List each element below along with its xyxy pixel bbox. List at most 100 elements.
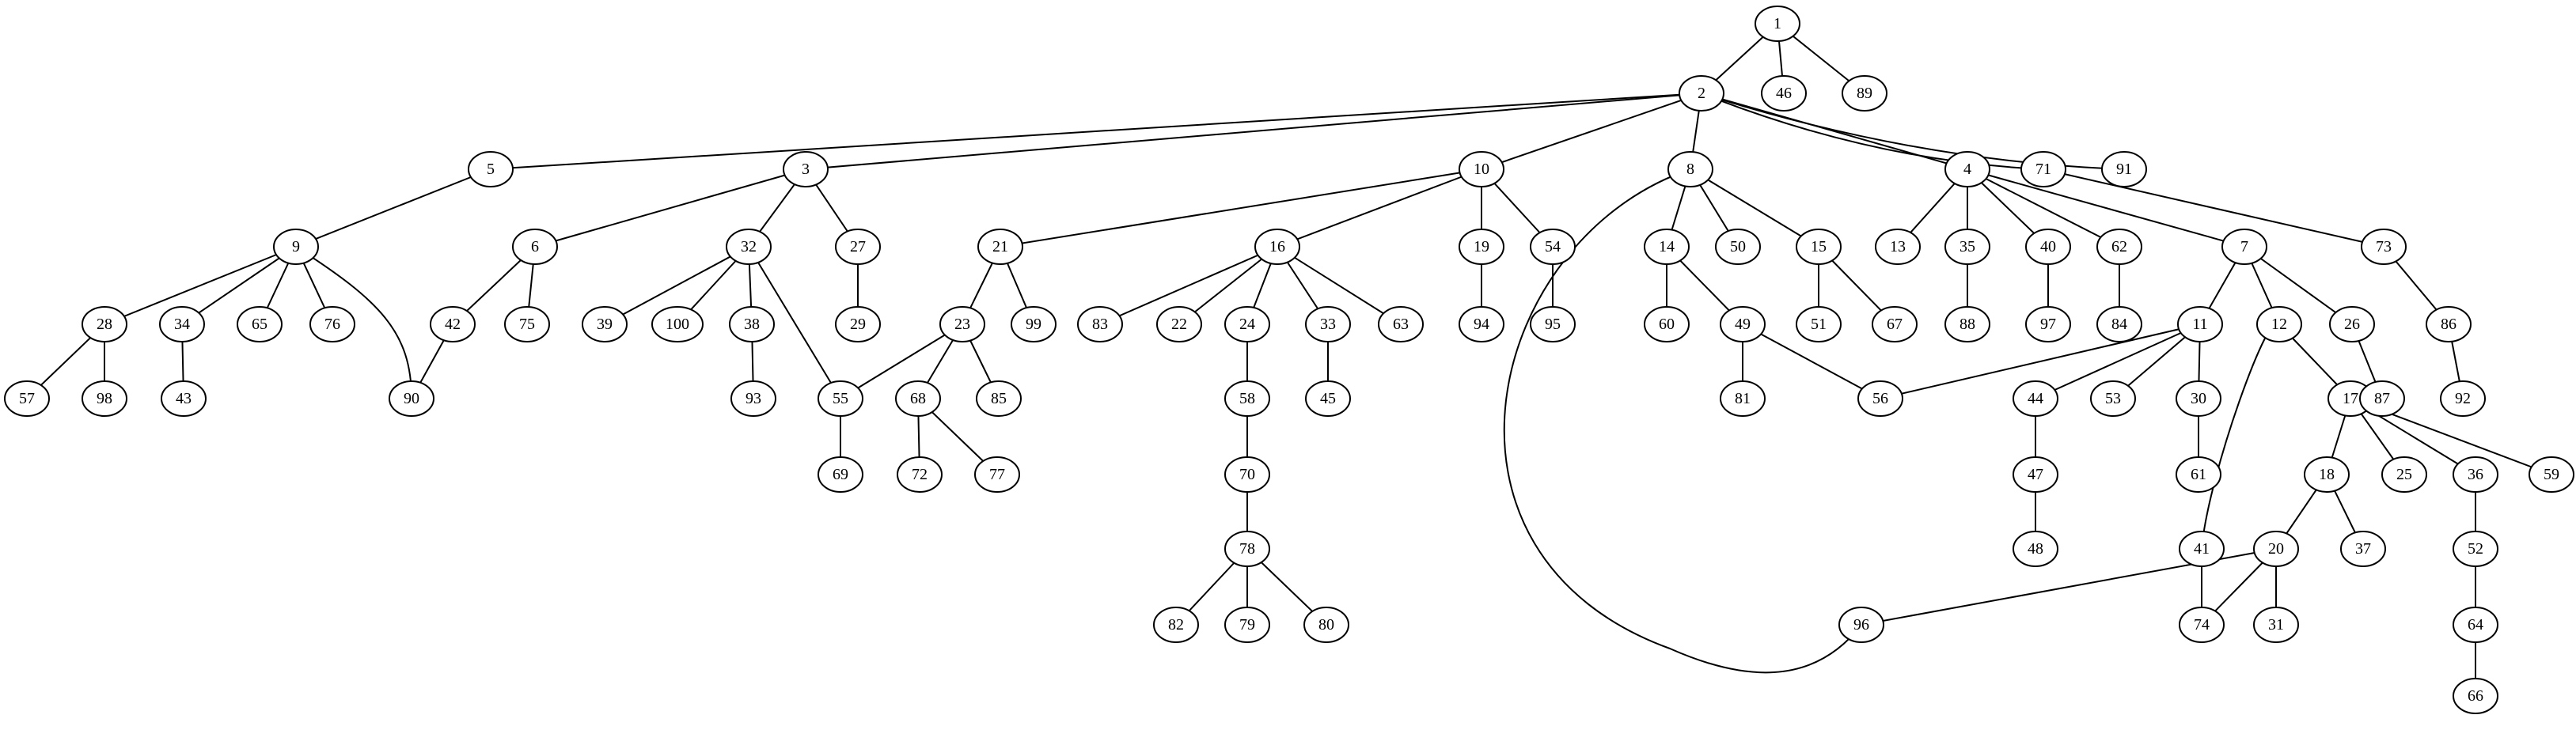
node-label: 72: [912, 466, 928, 483]
node-38: 38: [729, 306, 775, 342]
node-21: 21: [977, 229, 1023, 265]
node-40: 40: [2025, 229, 2071, 265]
node-ellipse: [1254, 229, 1300, 265]
node-label: 20: [2268, 540, 2284, 558]
node-label: 80: [1318, 616, 1334, 634]
node-12: 12: [2256, 306, 2302, 342]
node-label: 15: [1811, 238, 1827, 255]
node-label: 12: [2271, 316, 2287, 333]
node-label: 100: [666, 316, 689, 333]
node-label: 97: [2040, 316, 2056, 333]
node-ellipse: [1459, 229, 1504, 265]
node-label: 5: [487, 161, 495, 178]
node-ellipse: [2025, 229, 2071, 265]
node-32: 32: [726, 229, 772, 265]
node-label: 78: [1239, 540, 1255, 558]
node-label: 86: [2441, 316, 2456, 333]
node-54: 54: [1530, 229, 1576, 265]
node-label: 50: [1730, 238, 1746, 255]
node-3: 3: [783, 151, 829, 187]
node-ellipse: [2256, 306, 2302, 342]
node-label: 2: [1698, 85, 1705, 102]
node-ellipse: [1842, 75, 1887, 112]
node-ellipse: [82, 380, 127, 417]
node-ellipse: [1153, 607, 1199, 643]
node-ellipse: [1224, 380, 1270, 417]
edge-49-56: [1742, 323, 1881, 399]
node-73: 73: [2361, 229, 2407, 265]
node-45: 45: [1305, 380, 1351, 417]
node-68: 68: [895, 380, 941, 417]
node-label: 55: [833, 390, 848, 407]
edge-3-6: [534, 168, 806, 248]
node-label: 90: [404, 390, 419, 407]
node-ellipse: [1755, 6, 1800, 42]
node-label: 66: [2468, 687, 2483, 705]
node-ellipse: [468, 151, 514, 187]
node-label: 76: [324, 316, 340, 333]
node-22: 22: [1156, 306, 1202, 342]
node-63: 63: [1378, 306, 1424, 342]
node-72: 72: [897, 456, 943, 493]
node-label: 42: [445, 316, 461, 333]
node-ellipse: [1720, 380, 1766, 417]
node-label: 88: [1960, 316, 1975, 333]
node-ellipse: [4, 380, 50, 417]
edge-layer: [26, 23, 2552, 696]
node-83: 83: [1077, 306, 1123, 342]
node-ellipse: [1944, 229, 1990, 265]
edge-11-44: [2035, 323, 2201, 399]
node-34: 34: [159, 306, 205, 342]
node-label: 49: [1735, 316, 1751, 333]
node-ellipse: [818, 380, 863, 417]
node-label: 83: [1092, 316, 1108, 333]
node-label: 46: [1776, 85, 1792, 102]
node-label: 94: [1474, 316, 1489, 333]
node-37: 37: [2340, 531, 2386, 567]
edge-2-5: [490, 93, 1702, 170]
node-ellipse: [1459, 306, 1504, 342]
node-44: 44: [2013, 380, 2058, 417]
node-52: 52: [2453, 531, 2498, 567]
node-ellipse: [2253, 607, 2299, 643]
node-label: 6: [531, 238, 539, 255]
node-78: 78: [1224, 531, 1270, 567]
node-80: 80: [1303, 607, 1349, 643]
node-46: 46: [1761, 75, 1807, 112]
node-ellipse: [2176, 456, 2221, 493]
node-ellipse: [2179, 607, 2225, 643]
node-label: 84: [2111, 316, 2127, 333]
node-ellipse: [783, 151, 829, 187]
node-ellipse: [729, 306, 775, 342]
node-label: 60: [1659, 316, 1675, 333]
node-label: 37: [2355, 540, 2371, 558]
node-ellipse: [1303, 607, 1349, 643]
node-51: 51: [1796, 306, 1842, 342]
node-ellipse: [2359, 380, 2405, 417]
node-label: 39: [597, 316, 613, 333]
node-ellipse: [977, 229, 1023, 265]
node-75: 75: [504, 306, 550, 342]
node-label: 77: [989, 466, 1005, 483]
node-39: 39: [582, 306, 628, 342]
node-ellipse: [1667, 151, 1713, 187]
node-label: 36: [2468, 466, 2483, 483]
node-60: 60: [1644, 306, 1690, 342]
node-50: 50: [1715, 229, 1761, 265]
edge-10-21: [1000, 168, 1482, 248]
node-label: 26: [2344, 316, 2360, 333]
node-26: 26: [2329, 306, 2375, 342]
node-ellipse: [2013, 456, 2058, 493]
node-ellipse: [2453, 607, 2498, 643]
node-ellipse: [2221, 229, 2267, 265]
node-59: 59: [2529, 456, 2574, 493]
node-ellipse: [2329, 306, 2375, 342]
node-ellipse: [730, 380, 776, 417]
node-label: 75: [519, 316, 535, 333]
edge-16-83: [1099, 246, 1278, 325]
node-92: 92: [2440, 380, 2486, 417]
node-label: 63: [1393, 316, 1409, 333]
node-ellipse: [1224, 531, 1270, 567]
node-97: 97: [2025, 306, 2071, 342]
node-label: 18: [2319, 466, 2335, 483]
